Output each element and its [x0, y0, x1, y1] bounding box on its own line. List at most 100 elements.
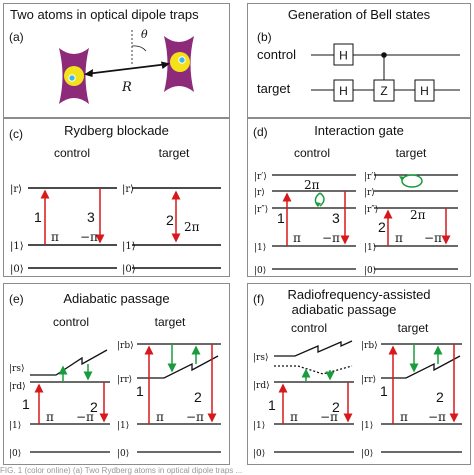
step-3-label: 3: [332, 210, 340, 226]
target-step-2-label: 2: [194, 389, 202, 405]
control-level-r-label: |r⟩: [254, 188, 265, 198]
target-level-rpp-label: |r″⟩: [364, 205, 378, 215]
panel-e-label: (e): [9, 292, 24, 306]
phase-pi-label: π: [46, 410, 54, 424]
control-level-0-label: |0⟩: [253, 449, 265, 459]
left-atom-core: [68, 74, 76, 82]
control-level-1-label: |1⟩: [9, 421, 21, 431]
figure-caption: FIG. 1 (color online) (a) Two Rydberg at…: [0, 466, 243, 475]
target-level-1-label: |1⟩: [117, 421, 129, 431]
target-level-r-label: |r⟩: [364, 188, 375, 198]
target-label: target: [398, 321, 429, 335]
step-2-label: 2: [166, 212, 174, 228]
target-level-0-label: |0⟩: [122, 264, 136, 275]
control-level-0-label: |0⟩: [254, 266, 266, 276]
panel-a: Two atoms in optical dipole traps (a) R …: [3, 3, 230, 118]
gate-z-label: Z: [380, 84, 387, 98]
step-1-label: 1: [268, 397, 276, 413]
step-1-label: 1: [22, 396, 30, 412]
target-label: target: [155, 315, 186, 329]
control-level-rs: [30, 349, 108, 376]
target-level-1-label: |1⟩: [364, 243, 376, 253]
target-step-2-label: 2: [436, 389, 444, 405]
gate-h-target-1-label: H: [339, 84, 348, 98]
panel-a-label: (a): [9, 30, 24, 44]
target-level-1-label: |1⟩: [361, 421, 373, 431]
control-level-rs: [274, 340, 353, 357]
target-cycle-head: [399, 176, 405, 181]
control-cycle-head: [315, 202, 321, 207]
control-level-1-label: |1⟩: [10, 241, 24, 252]
panel-b-circuit: control target H H Z H: [257, 43, 460, 102]
panel-c-title: Rydberg blockade: [64, 123, 169, 138]
target-level-1-label: |1⟩: [122, 241, 136, 252]
panel-c: Rydberg blockade (c) control target |r⟩ …: [3, 118, 230, 277]
control-level-r-label: |r⟩: [10, 184, 22, 195]
panel-f: Radiofrequency-assisted adiabatic passag…: [247, 283, 471, 465]
target-step-1-label: 1: [380, 383, 388, 399]
phase-mpi-label: −π: [76, 410, 94, 424]
panel-e-title: Adiabatic passage: [63, 291, 170, 306]
target-level-r-label: |r⟩: [122, 184, 134, 195]
panel-f-title-line2: adiabatic passage: [291, 302, 397, 317]
step-3-label: 3: [87, 209, 95, 225]
arrow-head-left: [84, 69, 93, 77]
wire-target-label: target: [257, 81, 291, 96]
target-level-rr-label: |rr⟩: [117, 375, 132, 385]
panel-b-title: Generation of Bell states: [287, 7, 431, 22]
target-pi-label: π: [395, 231, 403, 245]
target-level-rr: [137, 355, 219, 379]
target-level-rr-label: |rr⟩: [361, 375, 376, 385]
target-level-0-label: |0⟩: [364, 266, 376, 276]
panel-c-levels: control target |r⟩ |1⟩ |0⟩ 1 3 π −π |r⟩ …: [10, 146, 221, 275]
phase-2pi-label: 2π: [184, 220, 200, 234]
control-level-rd-label: |rd⟩: [253, 381, 270, 391]
right-atom-core: [178, 56, 186, 64]
panel-b: Generation of Bell states (b) control ta…: [247, 3, 471, 118]
panel-d-title: Interaction gate: [314, 123, 404, 138]
step-2-label: 2: [90, 399, 98, 415]
gate-h-control: [333, 43, 354, 66]
control-level-1-label: |1⟩: [253, 421, 265, 431]
panel-d: Interaction gate (d) control target |r′⟩…: [247, 118, 471, 277]
gate-h-target-2-label: H: [420, 84, 429, 98]
target-mpi-label: −π: [428, 410, 446, 424]
panel-f-label: (f): [253, 292, 265, 306]
gate-z: [373, 79, 395, 102]
panel-f-levels: control target |rs⟩ |rd⟩ |1⟩ |0⟩ 1 2 π −…: [253, 321, 462, 459]
control-level-dotted: [274, 365, 353, 375]
phase-mpi-label: −π: [322, 231, 340, 245]
step-1-label: 1: [277, 210, 285, 226]
target-cycle: [401, 174, 423, 188]
panel-d-label: (d): [253, 125, 268, 139]
target-2pi-label: 2π: [410, 208, 426, 222]
gate-h-target-1: [333, 79, 354, 102]
control-level-rpp-label: |r″⟩: [254, 205, 268, 215]
control-level-0-label: |0⟩: [9, 449, 21, 459]
panel-a-drawing: R θ: [59, 28, 194, 104]
panel-a-title: Two atoms in optical dipole traps: [10, 7, 199, 22]
arrow-head-right: [161, 61, 170, 69]
target-level-rp-label: |r′⟩: [364, 172, 377, 182]
angle-label: θ: [141, 28, 148, 41]
control-level-rd-label: |rd⟩: [9, 382, 26, 392]
phase-mpi-label: −π: [80, 230, 98, 244]
panel-b-label: (b): [257, 30, 272, 44]
target-level-rb-label: |rb⟩: [361, 341, 378, 351]
target-label: target: [396, 146, 427, 160]
control-level-0-label: |0⟩: [10, 264, 24, 275]
target-label: target: [159, 146, 190, 160]
control-2pi-label: 2π: [304, 178, 320, 192]
step-2-label: 2: [378, 219, 386, 235]
step-2-label: 2: [332, 399, 340, 415]
target-level-rr: [381, 355, 461, 379]
target-level-0-label: |0⟩: [361, 449, 373, 459]
control-level-rp-label: |r′⟩: [254, 172, 267, 182]
phase-mpi-label: −π: [320, 410, 338, 424]
target-mpi-label: −π: [424, 231, 442, 245]
control-label: control: [53, 315, 89, 329]
panel-e: Adiabatic passage (e) control target |rs…: [3, 283, 230, 465]
angle-arc: [131, 45, 147, 52]
gate-h-target-2: [414, 79, 435, 102]
phase-pi-label: π: [293, 231, 301, 245]
